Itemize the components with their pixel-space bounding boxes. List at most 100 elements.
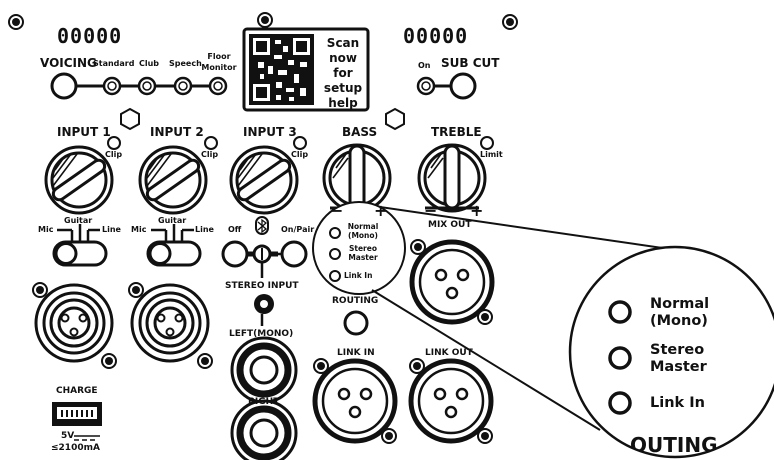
input2-combo-jack[interactable] <box>130 283 210 363</box>
input1-type-switch[interactable] <box>52 224 108 267</box>
charge-current: ≤2100mA <box>51 443 100 453</box>
routing-selector-diagram <box>312 201 406 295</box>
input1-clip-label: Clip <box>105 150 123 159</box>
screw-icon <box>32 282 48 298</box>
bass-knob[interactable] <box>322 143 392 213</box>
stereo-input-jack[interactable] <box>254 294 274 314</box>
input1-mic-label: Mic <box>38 225 54 234</box>
link-in-xlr[interactable] <box>315 361 395 441</box>
qr-caption-line2: for setup <box>323 66 363 95</box>
screw-icon <box>502 14 518 30</box>
screw-icon <box>477 428 493 444</box>
input2-label: INPUT 2 <box>150 125 204 139</box>
routing-zoom-callout: OUTING <box>568 245 774 459</box>
link-out-label: LINK OUT <box>425 348 473 358</box>
screw-icon <box>128 282 144 298</box>
zoom-normal-line2: (Mono) <box>650 313 708 330</box>
routing-linkin-label: Link In <box>344 271 373 280</box>
hex-light-icon <box>385 107 405 131</box>
input1-line-label: Line <box>102 225 121 234</box>
right-jack[interactable] <box>232 401 296 460</box>
limit-led-icon <box>480 136 494 150</box>
input2-type-switch[interactable] <box>146 224 202 267</box>
screw-icon <box>477 309 493 325</box>
screw-icon <box>257 12 273 28</box>
input3-gain-knob[interactable] <box>229 145 299 215</box>
routing-normal-line2: (Mono) <box>348 230 378 240</box>
limit-label: Limit <box>480 150 503 159</box>
mix-out-xlr[interactable] <box>412 242 492 322</box>
stereo-input-label: STEREO INPUT <box>225 281 299 291</box>
voicing-button[interactable] <box>50 72 78 100</box>
voicing-option-floor: Floor <box>207 52 231 61</box>
routing-led-normal-icon <box>329 227 341 239</box>
zoom-linkin-label: Link In <box>650 395 705 411</box>
routing-stereo-line1: Stereo <box>348 244 377 253</box>
routing-normal-line1: Normal <box>347 222 379 231</box>
input1-gain-knob[interactable] <box>44 145 114 215</box>
bluetooth-pair-label: On/Pair <box>281 225 315 234</box>
input3-clip-label: Clip <box>291 150 309 159</box>
input2-line-label: Line <box>195 225 214 234</box>
zoom-led-stereo-icon <box>608 346 632 370</box>
qr-caption-line1: Scan now <box>326 36 360 65</box>
input2-gain-knob[interactable] <box>138 145 208 215</box>
treble-minus-label: − <box>424 201 438 220</box>
treble-label: TREBLE <box>431 125 482 139</box>
routing-button[interactable] <box>343 310 369 336</box>
screw-icon <box>313 358 329 374</box>
serial-number-left: 00000 <box>57 24 123 48</box>
clip-led-icon <box>293 136 307 150</box>
link-out-xlr[interactable] <box>411 361 491 441</box>
bass-minus-label: − <box>330 201 344 220</box>
bluetooth-icon <box>255 216 269 235</box>
input2-mic-label: Mic <box>131 225 147 234</box>
screw-icon <box>197 353 213 369</box>
screw-icon <box>8 14 24 30</box>
qr-caption: Scan now for setup help <box>318 36 368 111</box>
mix-out-label: MIX OUT <box>428 220 472 230</box>
subcut-title: SUB CUT <box>441 56 500 70</box>
left-mono-label: LEFT(MONO) <box>229 329 294 339</box>
screw-icon <box>409 358 425 374</box>
zoom-normal-label: Normal (Mono) <box>650 296 709 331</box>
input1-label: INPUT 1 <box>57 125 111 139</box>
clip-led-icon <box>204 136 218 150</box>
zoom-normal-line1: Normal <box>650 296 710 312</box>
voicing-option-speech: Speech <box>169 59 202 68</box>
zoom-stereo-line2: Master <box>650 359 707 376</box>
serial-number-right: 00000 <box>403 24 469 48</box>
treble-knob[interactable] <box>417 143 487 213</box>
hex-light-icon <box>120 107 140 131</box>
routing-stereo-line2: Master <box>348 252 378 262</box>
routing-led-linkin-icon <box>329 270 341 282</box>
routing-normal-label: Normal (Mono) <box>342 223 384 239</box>
voicing-option-standard: Standard <box>93 59 135 68</box>
usb-charge-port-icon <box>52 402 102 426</box>
screw-icon <box>381 428 397 444</box>
zoom-led-linkin-icon <box>608 391 632 415</box>
left-mono-jack[interactable] <box>232 338 296 402</box>
input3-label: INPUT 3 <box>243 125 297 139</box>
treble-plus-label: + <box>470 201 484 220</box>
routing-title: ROUTING <box>332 296 379 306</box>
voicing-option-monitor: Monitor <box>201 63 237 72</box>
input2-guitar-label: Guitar <box>158 216 187 225</box>
bass-label: BASS <box>342 125 378 139</box>
clip-led-icon <box>107 136 121 150</box>
subcut-button[interactable] <box>449 72 477 100</box>
input2-clip-label: Clip <box>201 150 219 159</box>
bluetooth-off-button[interactable] <box>221 240 249 268</box>
zoom-stereo-line1: Stereo <box>650 342 705 358</box>
charge-voltage: 5V <box>61 431 75 441</box>
voicing-title: VOICING <box>40 56 97 70</box>
screw-icon <box>101 353 117 369</box>
routing-led-stereo-icon <box>329 248 341 260</box>
screw-icon <box>410 239 426 255</box>
bluetooth-pair-button[interactable] <box>280 240 308 268</box>
charge-label: CHARGE <box>56 386 98 396</box>
input1-combo-jack[interactable] <box>34 283 114 363</box>
bluetooth-off-label: Off <box>228 225 242 234</box>
routing-stereo-label: Stereo Master <box>342 245 384 261</box>
